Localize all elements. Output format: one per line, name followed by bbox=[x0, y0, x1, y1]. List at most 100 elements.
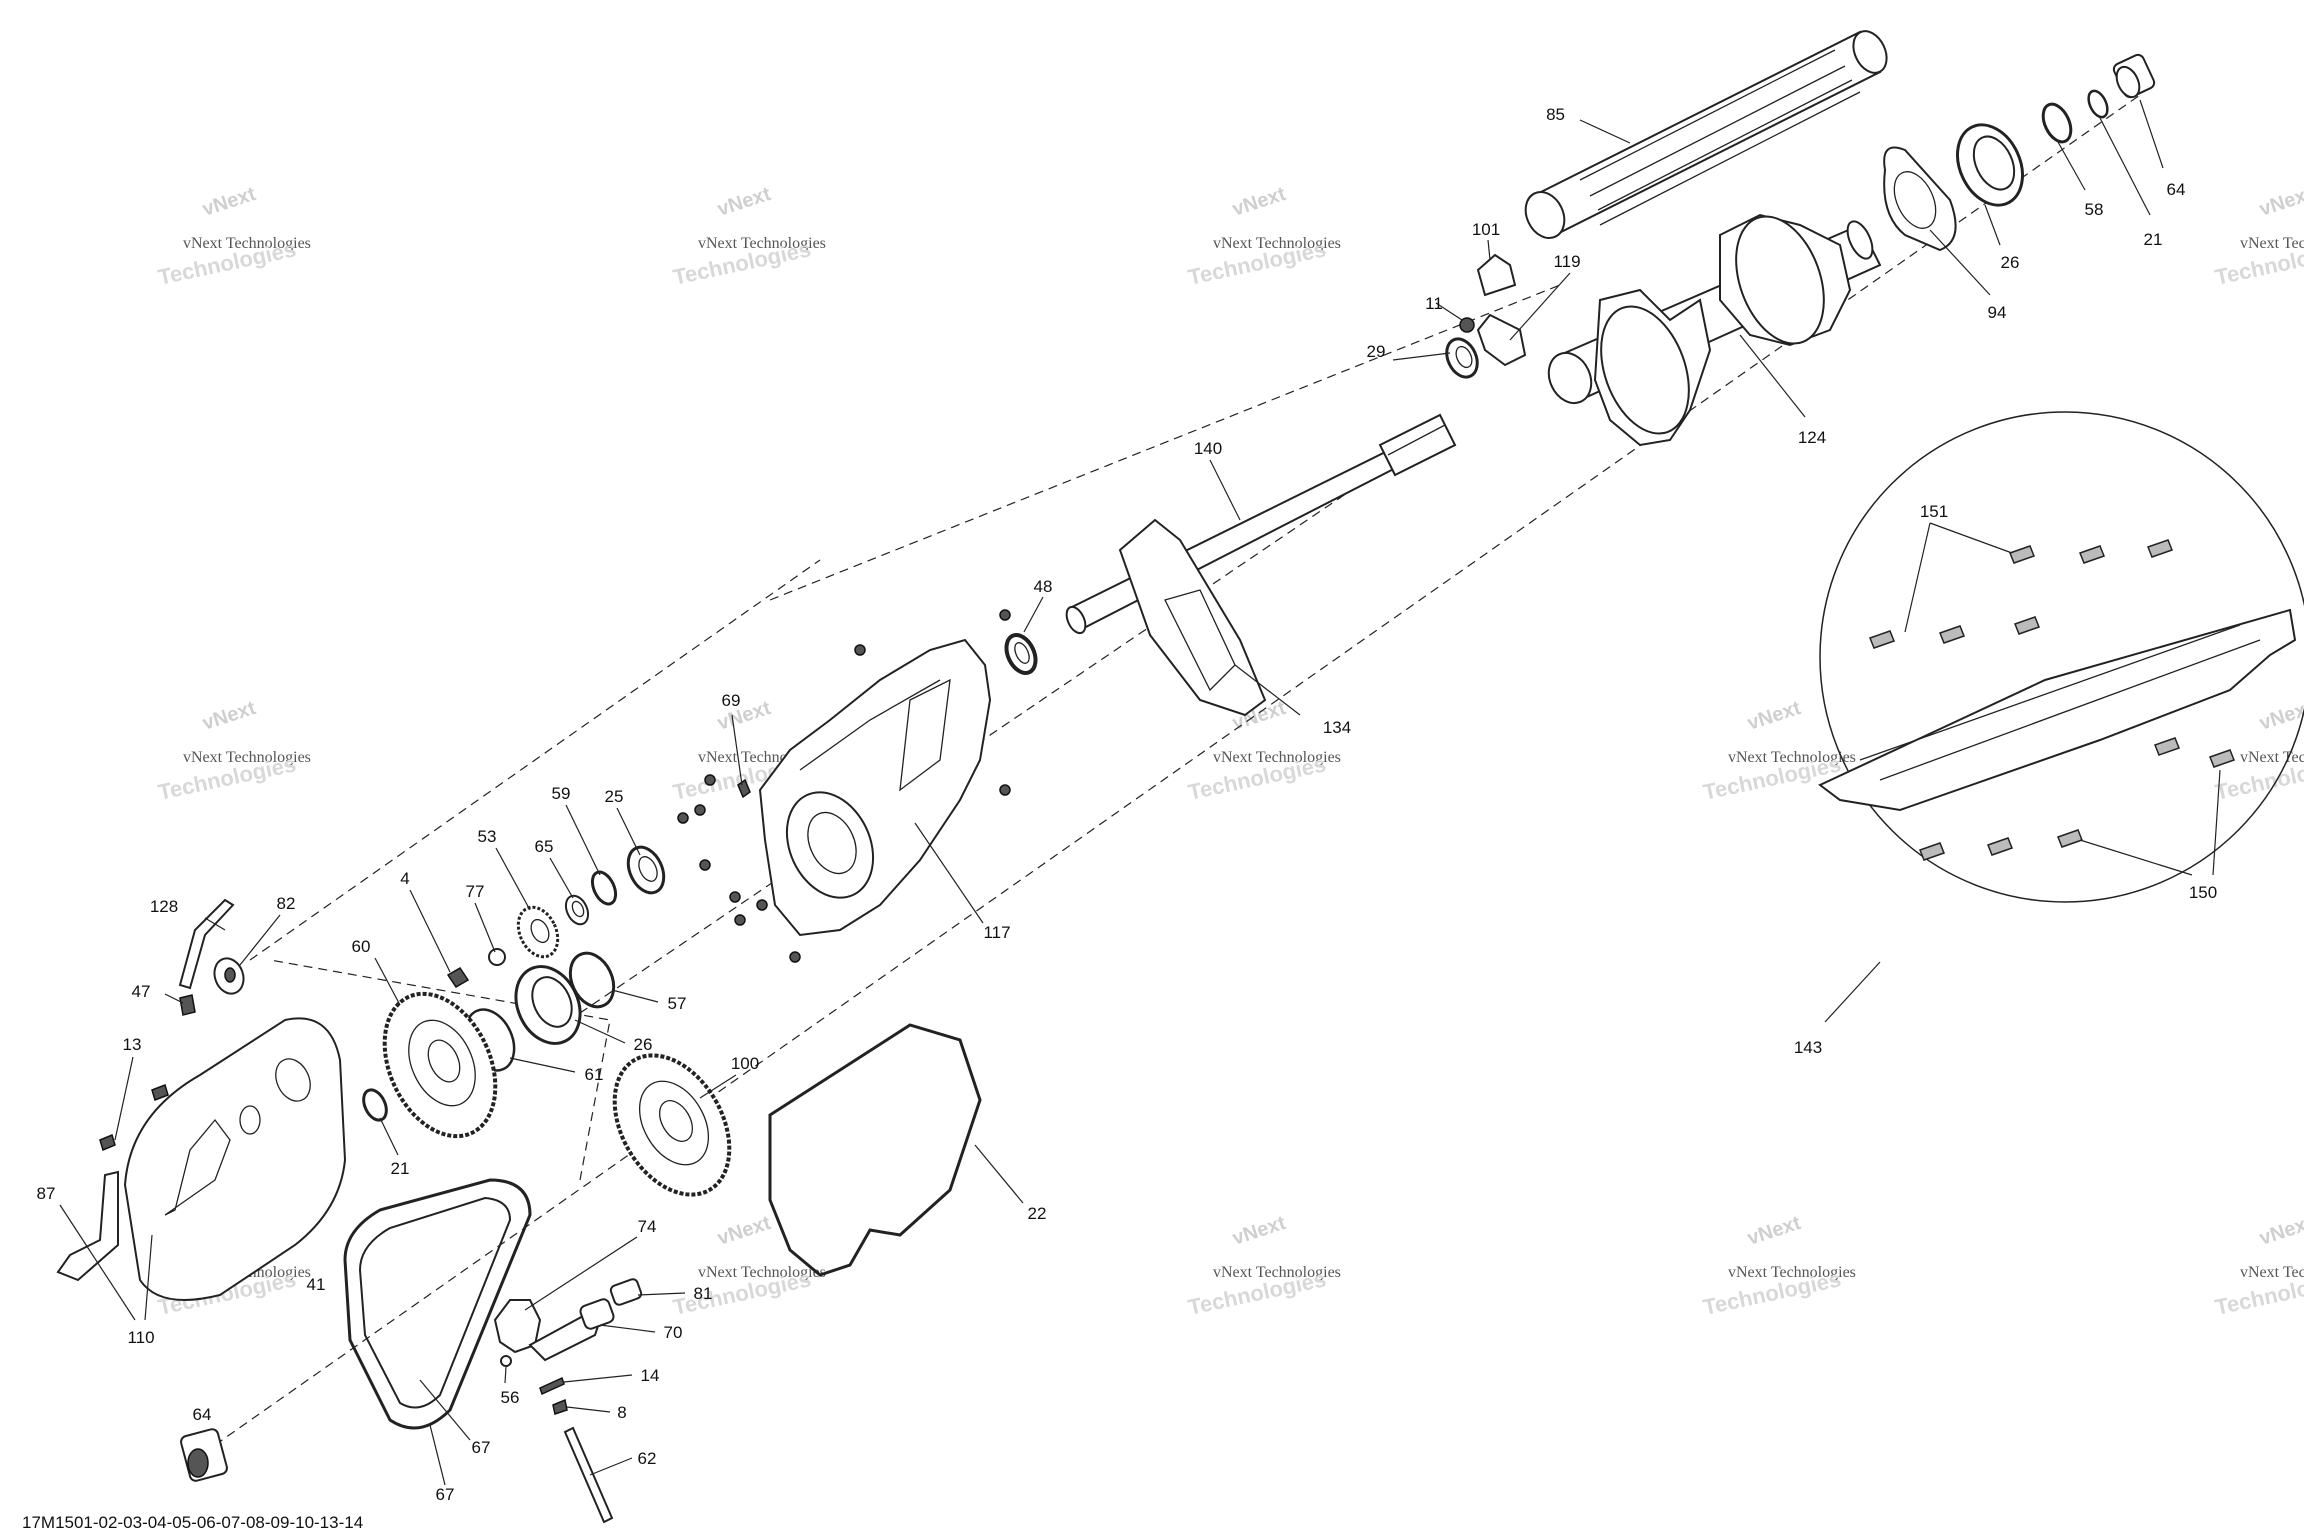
callout-119: 119 bbox=[1553, 252, 1580, 271]
svg-text:vNext Technologies: vNext Technologies bbox=[2240, 235, 2304, 252]
part-94-flange bbox=[1883, 146, 1957, 252]
callout-70: 70 bbox=[664, 1323, 683, 1342]
watermark: vNext vNext Technologies Technologies bbox=[1186, 183, 1341, 290]
part-62-rod bbox=[563, 1426, 614, 1524]
callout-61: 61 bbox=[585, 1065, 604, 1084]
part-65-bushing bbox=[564, 894, 590, 926]
part-26-bearing-top bbox=[1956, 123, 2024, 207]
svg-text:vNext: vNext bbox=[200, 697, 259, 735]
assembly-axis-lines bbox=[214, 94, 2141, 1446]
part-77-washer bbox=[488, 948, 506, 966]
part-21-o-ring-top bbox=[2087, 89, 2109, 119]
callout-110: 110 bbox=[127, 1328, 154, 1347]
part-151-clips bbox=[1869, 539, 2173, 649]
callout-65: 65 bbox=[535, 837, 554, 856]
callout-64-bottom: 64 bbox=[193, 1405, 212, 1424]
svg-text:vNext Technologies: vNext Technologies bbox=[2240, 1264, 2304, 1281]
callout-74: 74 bbox=[638, 1217, 657, 1236]
svg-text:vNext Technologies: vNext Technologies bbox=[1728, 1264, 1856, 1281]
part-64-bushing-bottom bbox=[180, 1428, 228, 1482]
svg-text:vNext Technologies: vNext Technologies bbox=[1728, 749, 1856, 766]
callout-21: 21 bbox=[2144, 230, 2163, 249]
part-56-washer bbox=[500, 1355, 512, 1367]
part-8-pin bbox=[552, 1398, 568, 1415]
callout-100: 100 bbox=[731, 1054, 759, 1073]
callout-69: 69 bbox=[722, 691, 741, 710]
part-100-gear bbox=[612, 1053, 732, 1197]
part-81-roller bbox=[609, 1278, 643, 1306]
watermark: vNext vNext Technologies Technologies bbox=[1701, 1212, 1856, 1320]
watermark: vNext vNext Technologies Technologies bbox=[671, 183, 826, 290]
callout-53: 53 bbox=[478, 827, 497, 846]
part-69-bolt bbox=[737, 778, 751, 799]
callout-47: 47 bbox=[132, 982, 151, 1001]
callout-14: 14 bbox=[641, 1366, 660, 1385]
part-21-circlip-middle bbox=[362, 1088, 388, 1122]
callout-11: 11 bbox=[1425, 294, 1443, 313]
svg-text:vNext: vNext bbox=[715, 183, 774, 221]
callout-26: 26 bbox=[2001, 253, 2020, 272]
callout-58: 58 bbox=[2085, 200, 2104, 219]
callout-8: 8 bbox=[617, 1403, 626, 1422]
callout-124: 124 bbox=[1798, 428, 1826, 447]
callout-128: 128 bbox=[150, 897, 178, 916]
callout-60: 60 bbox=[352, 937, 371, 956]
watermark: vNext vNext Technologies Technologies bbox=[156, 183, 311, 290]
callout-21-middle: 21 bbox=[391, 1159, 410, 1178]
leader-lines bbox=[59, 99, 2221, 1486]
callout-26-middle: 26 bbox=[634, 1035, 653, 1054]
part-29-bearing bbox=[1445, 337, 1479, 379]
part-60-gear bbox=[382, 991, 498, 1139]
part-13-bolt bbox=[151, 1084, 169, 1101]
callout-67: 67 bbox=[472, 1438, 491, 1457]
svg-text:vNext: vNext bbox=[1230, 1212, 1289, 1250]
callout-151: 151 bbox=[1920, 502, 1948, 521]
callout-77: 77 bbox=[466, 882, 485, 901]
part-101-bracket bbox=[1476, 253, 1517, 297]
part-85-splined-shaft bbox=[1524, 30, 1888, 239]
watermark: vNext vNext Technologies Technologies bbox=[2213, 183, 2304, 290]
callout-117: 117 bbox=[983, 923, 1010, 942]
callout-94: 94 bbox=[1988, 303, 2007, 322]
callout-143: 143 bbox=[1794, 1038, 1822, 1057]
part-150-clips bbox=[1919, 737, 2235, 861]
part-67-chain bbox=[343, 1178, 532, 1430]
callout-134: 134 bbox=[1323, 718, 1351, 737]
part-82-cap bbox=[213, 957, 245, 995]
part-22-gasket bbox=[768, 1023, 982, 1277]
part-87-lever bbox=[56, 1170, 119, 1282]
callout-48: 48 bbox=[1034, 577, 1053, 596]
svg-text:vNext Technologies: vNext Technologies bbox=[183, 235, 311, 252]
svg-text:vNext Technologies: vNext Technologies bbox=[1213, 235, 1341, 252]
part-119-bracket bbox=[1476, 313, 1527, 367]
svg-text:vNext: vNext bbox=[1230, 183, 1289, 221]
callout-140: 140 bbox=[1194, 439, 1222, 458]
part-124-drive-sprockets bbox=[1547, 213, 1882, 447]
svg-text:vNext: vNext bbox=[2257, 1212, 2304, 1250]
part-53-sprocket bbox=[516, 905, 560, 959]
watermark: vNext vNext Technologies Technologies bbox=[1186, 1212, 1341, 1320]
part-11-nut bbox=[1459, 317, 1475, 333]
watermark: vNext vNext Technologies Technologies bbox=[1186, 697, 1341, 805]
callout-85: 85 bbox=[1546, 105, 1565, 124]
watermark: vNext vNext Technologies Technologies bbox=[2213, 1212, 2304, 1320]
callout-64: 64 bbox=[2167, 180, 2186, 199]
callout-29: 29 bbox=[1367, 342, 1386, 361]
part-143-detail-circle bbox=[1818, 411, 2304, 903]
part-4-bolt bbox=[446, 966, 470, 989]
callout-62: 62 bbox=[638, 1449, 657, 1468]
callout-labels: 85 64 58 21 26 94 101 119 11 29 124 140 … bbox=[37, 105, 2218, 1504]
svg-text:vNext Technologies: vNext Technologies bbox=[1213, 749, 1341, 766]
callout-87: 87 bbox=[37, 1184, 56, 1203]
callout-41: 41 bbox=[307, 1275, 326, 1294]
callout-4: 4 bbox=[400, 869, 409, 888]
watermark: vNext vNext Technologies Technologies bbox=[156, 697, 311, 805]
svg-text:vNext: vNext bbox=[200, 183, 259, 221]
part-25-bearing bbox=[626, 845, 666, 895]
callout-56: 56 bbox=[501, 1388, 520, 1407]
part-57-ring bbox=[568, 951, 616, 1009]
svg-text:vNext Technologies: vNext Technologies bbox=[2240, 749, 2304, 766]
svg-text:vNext: vNext bbox=[1745, 1212, 1804, 1250]
part-64-bushing-top bbox=[2112, 53, 2156, 99]
